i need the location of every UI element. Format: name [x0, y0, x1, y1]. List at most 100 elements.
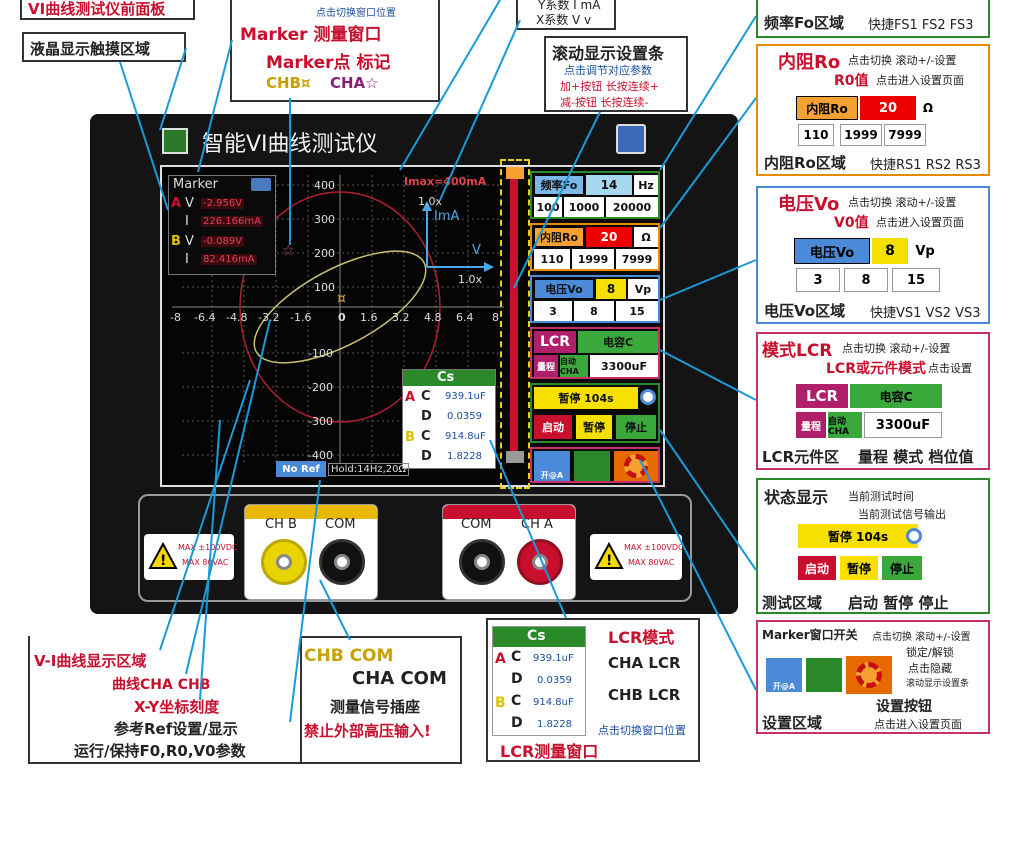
marker-row-ch: A	[171, 196, 182, 211]
y-tick: 100	[314, 281, 335, 294]
res-quick-3[interactable]: 7999	[616, 249, 658, 269]
res-value[interactable]: 20	[586, 227, 632, 247]
marker-switch-desc: 点击切换 滚动+/-设置	[872, 632, 971, 643]
marker-window[interactable]: Marker A V -2.956V I 226.166mA B V -0.08…	[168, 175, 276, 275]
cs-window[interactable]: Cs A C 939.1uF D 0.0359 B C 914.8uF D 1.…	[402, 369, 496, 469]
mode-panel-lcr: LCR	[796, 384, 848, 408]
jack-com-label-right: COM	[461, 517, 492, 532]
y-tick: -100	[308, 347, 333, 360]
setting-area: 开@A	[530, 447, 660, 483]
chb-jack[interactable]	[261, 539, 307, 585]
cs-row-k: C	[421, 389, 431, 404]
cs-row-k: C	[421, 429, 431, 444]
marker-point-cha: CHA☆	[330, 74, 379, 92]
marker-window-label: Marker 测量窗口	[240, 25, 382, 45]
gear-icon[interactable]	[614, 451, 658, 481]
volt-panel-desc3: 点击进入设置页面	[876, 216, 964, 229]
lcr-component-mode[interactable]: 电容C	[578, 331, 658, 353]
mini-cs-v: 914.8uF	[533, 697, 574, 708]
volt-panel-quick-text: 15	[906, 272, 926, 288]
volt-value-text: 8	[606, 282, 616, 296]
volt-quick-text: 15	[629, 304, 645, 318]
front-panel-label: VI曲线测试仪前面板	[28, 0, 166, 18]
marker-window-toggle-icon[interactable]	[251, 178, 271, 191]
volt-quick-3[interactable]: 15	[616, 301, 658, 321]
pause-button[interactable]: 暂停	[576, 415, 612, 439]
freq-quick-1[interactable]: 100	[534, 197, 562, 217]
mini-cs-row: A C 939.1uF	[493, 649, 585, 671]
mini-cs-k: D	[511, 671, 523, 687]
ref-label: 参考Ref设置/显示	[114, 720, 238, 738]
freq-value[interactable]: 14	[586, 175, 632, 195]
lcr-mode-button[interactable]: LCR	[534, 331, 576, 353]
res-quick-1[interactable]: 110	[534, 249, 570, 269]
mini-cs-k: D	[511, 715, 523, 731]
com-jack-right[interactable]	[459, 539, 505, 585]
warning-triangle-icon: !	[594, 542, 624, 569]
mode-panel-component: 电容C	[850, 384, 942, 408]
volt-panel-button-text: 电压Vo	[809, 245, 855, 261]
y-coef-label: Y系数 I mA	[538, 0, 601, 12]
warning-right-l2: MAX 80VAC	[628, 558, 675, 567]
marker-toggle-icon[interactable]: 开@A	[534, 451, 570, 481]
res-quick-label: 快捷RS1 RS2 RS3	[870, 158, 981, 173]
volt-panel-unit: Vp	[910, 238, 940, 264]
res-label-button[interactable]: 内阻Ro	[534, 227, 584, 247]
marker-window-label-box: 点击切换窗口位置 Marker 测量窗口 Marker点 标记 CHB¤ CHA…	[230, 0, 440, 102]
lcd-touch-label-box: 液晶显示触摸区域	[22, 32, 186, 62]
lcr-area[interactable]: LCR 电容C 量程 自动 CHA 3300uF	[530, 327, 660, 379]
mini-cs-ch: A	[495, 651, 506, 667]
volt-label-button[interactable]: 电压Vo	[534, 279, 594, 299]
com-jack-left[interactable]	[319, 539, 365, 585]
mini-cs-row: D 1.8228	[493, 715, 585, 737]
marker-cha-point: ☆	[282, 243, 295, 259]
res-region-box: 内阻Ro 点击切换 滚动+/-设置 R0值 点击进入设置页面 内阻Ro 20 Ω…	[756, 44, 990, 176]
freq-quick-2[interactable]: 1000	[564, 197, 604, 217]
volt-unit-text: Vp	[634, 282, 652, 296]
lcr-auto[interactable]: 自动 CHA	[560, 355, 588, 377]
marker-row-kind: I	[185, 214, 189, 229]
lcr-range-text: 量程	[536, 362, 555, 373]
start-button[interactable]: 启动	[534, 415, 572, 439]
lcd-screen[interactable]: ☆ ¤ -8 -6.4 -4.8 -3.2 -1.6 0 1.6 3.2 4.8…	[160, 159, 665, 489]
res-panel-title: 内阻Ro	[778, 52, 841, 73]
lcr-range[interactable]: 量程	[534, 355, 558, 377]
marker-row-value: 226.166mA	[201, 216, 263, 227]
volt-quick-2[interactable]: 8	[574, 301, 614, 321]
lock-icon[interactable]	[574, 451, 610, 481]
stop-button[interactable]: 停止	[616, 415, 656, 439]
mode-panel-component-text: 电容C	[879, 389, 913, 404]
freq-quick-text: 20000	[612, 200, 652, 214]
ima-label: ImA	[434, 209, 460, 224]
status-panel-display-text: 暂停 104s	[827, 529, 889, 544]
no-ref-button[interactable]: No Ref	[276, 461, 326, 477]
res-area[interactable]: 内阻Ro 20 Ω 110 1999 7999	[530, 223, 660, 271]
marker-window-frag: 点击切换窗口位置	[316, 8, 396, 19]
res-quick-2[interactable]: 1999	[572, 249, 614, 269]
mini-cs-title: Cs	[493, 627, 585, 647]
cha-jack[interactable]	[517, 539, 563, 585]
setting-panel-lock-text: 开@A	[772, 682, 796, 691]
y-tick: 300	[314, 213, 335, 226]
lcr-value[interactable]: 3300uF	[590, 355, 658, 377]
volt-panel-desc2: V0值	[834, 215, 869, 231]
touch-setting-icon[interactable]	[616, 124, 646, 154]
marker-row-value: 82.416mA	[201, 254, 257, 265]
svg-text:!: !	[160, 553, 166, 569]
freq-quick-3[interactable]: 20000	[606, 197, 658, 217]
x-tick: 8	[492, 311, 499, 324]
volt-area[interactable]: 电压Vo 8 Vp 3 8 15	[530, 275, 660, 323]
setting-enter-label: 点击进入设置页面	[874, 718, 962, 731]
scroll-setting-bar[interactable]	[500, 159, 530, 489]
x-tick: -8	[170, 311, 181, 324]
freq-quick-text: 100	[536, 200, 560, 214]
freq-area[interactable]: 频率Fo 14 Hz 100 1000 20000	[530, 171, 660, 219]
freq-label-button[interactable]: 频率Fo	[534, 175, 584, 195]
volt-quick-1[interactable]: 3	[534, 301, 572, 321]
cs-row-ch: B	[405, 430, 415, 445]
volt-value[interactable]: 8	[596, 279, 626, 299]
mode-panel-lcr-text: LCR	[805, 387, 839, 405]
x-scale-label: 1.0x	[458, 273, 483, 286]
jack-label-box	[300, 636, 462, 764]
setting-btn-label: 设置按钮	[876, 699, 932, 715]
